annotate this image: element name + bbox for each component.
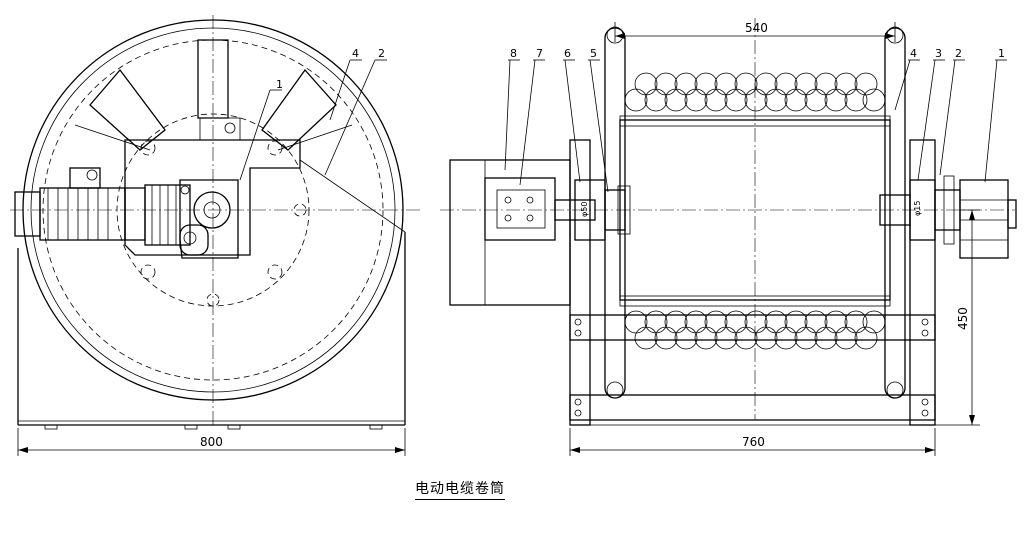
drum-barrel — [619, 119, 891, 301]
left-spoke-window — [89, 68, 166, 151]
left-callout-2: 2 — [378, 47, 385, 60]
cable-coils-top — [624, 72, 886, 112]
right-callouts: 8 7 6 5 4 3 2 1 — [504, 47, 1007, 193]
dimension-450: 450 — [935, 209, 980, 426]
right-view: φ50 φ15 8 7 6 — [440, 18, 1017, 456]
flange-rim-circle — [30, 27, 396, 393]
right-shaft-bearing: φ15 — [879, 175, 961, 245]
flange-outer-circle — [22, 19, 404, 401]
svg-text:1: 1 — [998, 47, 1005, 60]
hub-bolt-holes — [140, 140, 307, 307]
svg-text:800: 800 — [200, 435, 223, 449]
mounting-plate — [124, 139, 301, 256]
svg-text:540: 540 — [745, 21, 768, 35]
svg-text:450: 450 — [956, 307, 970, 330]
svg-text:φ15: φ15 — [913, 201, 922, 216]
top-bracket — [199, 117, 241, 141]
svg-text:4: 4 — [910, 47, 917, 60]
dimension-540: 540 — [614, 21, 896, 42]
svg-text:3: 3 — [935, 47, 942, 60]
left-callout-4: 4 — [352, 47, 359, 60]
svg-text:7: 7 — [536, 47, 543, 60]
svg-text:2: 2 — [955, 47, 962, 60]
svg-text:5: 5 — [590, 47, 597, 60]
left-base — [17, 159, 406, 430]
left-callout-1: 1 — [276, 78, 283, 91]
svg-text:760: 760 — [742, 435, 765, 449]
drawing-caption: 电动电缆卷筒 — [415, 478, 505, 500]
cable-coils-bottom — [624, 310, 886, 350]
slip-ring-box — [449, 159, 571, 306]
svg-text:6: 6 — [564, 47, 571, 60]
dimension-760: 760 — [569, 428, 936, 456]
right-motor — [959, 179, 1017, 259]
dimension-800: 800 — [17, 428, 406, 456]
svg-text:φ50: φ50 — [580, 202, 589, 217]
hub-hidden-circle — [116, 113, 310, 307]
svg-text:8: 8 — [510, 47, 517, 60]
left-shaft-bearing: φ50 — [554, 179, 631, 241]
drive-motor — [14, 167, 126, 241]
gear-reducer — [124, 179, 239, 259]
right-spoke-window — [261, 68, 337, 151]
left-view: 1 4 2 800 — [10, 15, 420, 456]
